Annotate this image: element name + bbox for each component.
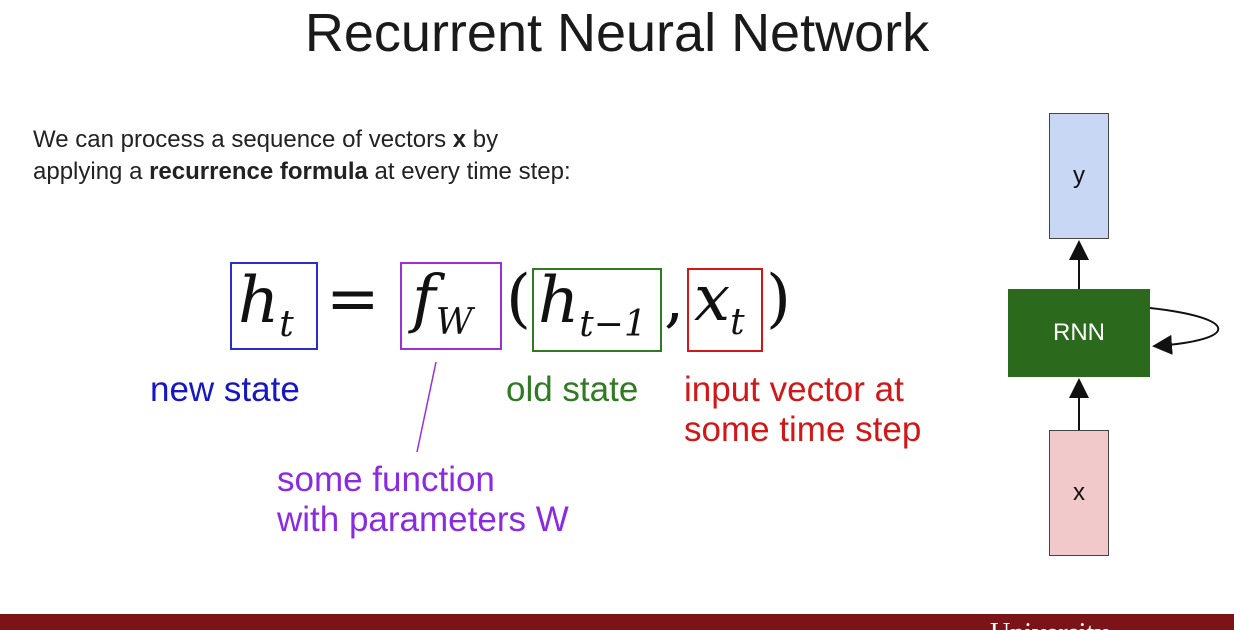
- left-paren: (: [506, 262, 531, 336]
- intro-line-2: applying a recurrence formula at every t…: [33, 158, 571, 185]
- intro-line-1: We can process a sequence of vectors x b…: [33, 126, 499, 153]
- old-state-box: [532, 268, 662, 352]
- function-box: [400, 262, 502, 350]
- comma: ,: [664, 262, 685, 336]
- function-label: some function with parameters W: [277, 460, 569, 539]
- f-w-symbol: fW: [412, 262, 473, 343]
- rnn-cell: RNN: [1008, 289, 1150, 377]
- intro-text: We can process a sequence of vectors x b…: [33, 124, 571, 188]
- right-paren: ): [766, 262, 791, 336]
- bold-recurrence-formula: recurrence formula: [149, 158, 368, 185]
- recurrent-loop-arrow: [1149, 307, 1220, 355]
- bold-x: x: [452, 126, 467, 153]
- input-label: input vector at some time step: [684, 370, 922, 449]
- output-node-y: y: [1049, 113, 1109, 239]
- new-state-label: new state: [150, 370, 300, 409]
- h-t-symbol: ht: [238, 264, 294, 345]
- x-t-symbol: xt: [694, 262, 745, 343]
- slide-title: Recurrent Neural Network: [304, 3, 930, 63]
- old-state-label: old state: [506, 370, 639, 409]
- equals-sign: =: [326, 262, 380, 336]
- footer-text: University: [990, 614, 1108, 630]
- footer-bar: University: [0, 614, 1234, 630]
- new-state-box: [230, 262, 318, 350]
- h-t-minus-1-symbol: ht−1: [538, 264, 647, 345]
- input-box: [687, 268, 763, 352]
- input-node-x: x: [1049, 430, 1109, 556]
